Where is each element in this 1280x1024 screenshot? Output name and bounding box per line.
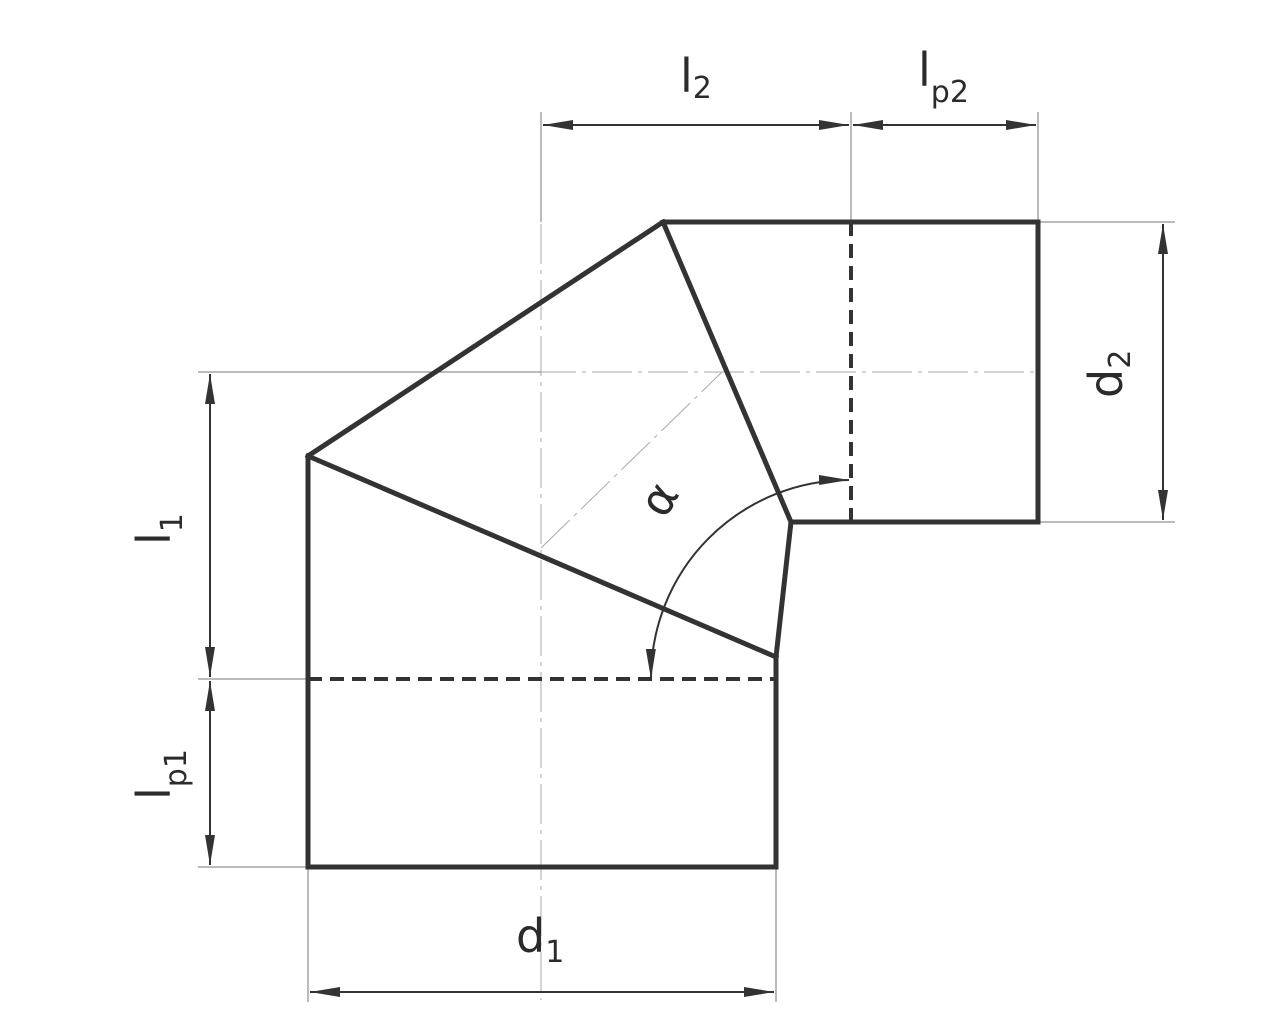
segment-joint-upper	[659, 218, 795, 526]
elbow-outline	[304, 218, 1041, 870]
label-lp1: lp1	[127, 749, 194, 800]
dimension-labels: l2 lp2 d2 l1 lp1 d1 α	[127, 43, 1138, 970]
centerline-diagonal	[540, 371, 723, 549]
label-alpha: α	[628, 472, 690, 525]
outer-contour	[305, 219, 1041, 870]
dimension-lines	[205, 120, 1168, 997]
dim-alpha-arc	[645, 475, 850, 680]
label-lp2: lp2	[918, 43, 969, 110]
label-l2: l2	[680, 49, 712, 106]
label-l1: l1	[127, 513, 190, 545]
label-d2: d2	[1079, 350, 1138, 398]
label-d1: d1	[516, 909, 564, 970]
extension-lines	[198, 112, 1175, 1002]
segment-joint-lower	[304, 452, 780, 661]
